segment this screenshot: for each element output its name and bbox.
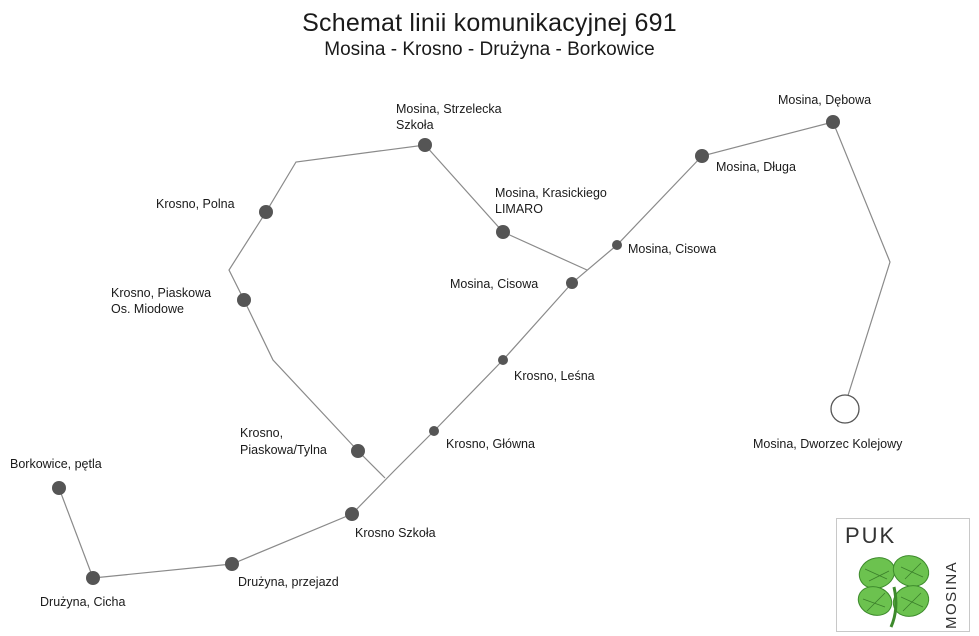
diagram-title: Schemat linii komunikacyjnej 691 [302, 9, 677, 37]
label-krosno-glowna: Krosno, Główna [446, 437, 535, 451]
route-line-borkowice [58, 487, 94, 579]
stop-dworzec-terminal[interactable] [830, 394, 860, 424]
label-cisowa-east: Mosina, Cisowa [628, 242, 716, 256]
stop-krosno-lesna[interactable] [498, 355, 508, 365]
stop-cisowa-west[interactable] [566, 277, 578, 289]
title-block: Schemat linii komunikacyjnej 691 Mosina … [0, 8, 979, 62]
label-piaskowa-tylna: Krosno, Piaskowa/Tylna [240, 426, 327, 457]
logo-side-text: MOSINA [943, 560, 960, 629]
stop-krosno-szkola[interactable] [345, 507, 359, 521]
stop-polna[interactable] [259, 205, 273, 219]
stop-cisowa-east[interactable] [612, 240, 622, 250]
label-polna: Krosno, Polna [156, 197, 235, 211]
stop-druzyna-cicha[interactable] [86, 571, 100, 585]
label-krosno-lesna: Krosno, Leśna [514, 369, 595, 383]
stop-debowa[interactable] [826, 115, 840, 129]
label-debowa: Mosina, Dębowa [778, 93, 871, 107]
label-dluga: Mosina, Długa [716, 160, 796, 174]
label-krosno-szkola: Krosno Szkoła [355, 526, 436, 540]
label-dworzec: Mosina, Dworzec Kolejowy [753, 437, 903, 451]
stop-piaskowa-tylna[interactable] [351, 444, 365, 458]
stop-druzyna-przejazd[interactable] [225, 557, 239, 571]
stop-borkowice[interactable] [52, 481, 66, 495]
route-line-main [92, 121, 891, 579]
diagram-subtitle: Mosina - Krosno - Drużyna - Borkowice [324, 39, 655, 60]
label-druzyna-cicha: Drużyna, Cicha [40, 595, 125, 609]
puk-logo: PUK MOSINA [836, 518, 970, 632]
label-krasickiego: Mosina, Krasickiego LIMARO [495, 186, 610, 216]
logo-main-text: PUK [845, 523, 897, 548]
label-piaskowa-miodowe: Krosno, Piaskowa Os. Miodowe [111, 286, 215, 316]
stop-piaskowa-miodowe[interactable] [237, 293, 251, 307]
route-line-loop [228, 144, 588, 479]
label-strzelecka: Mosina, Strzelecka Szkoła [396, 102, 505, 132]
label-cisowa-west: Mosina, Cisowa [450, 277, 538, 291]
clover-icon [857, 555, 930, 628]
label-borkowice: Borkowice, pętla [10, 457, 102, 471]
stop-krasickiego[interactable] [496, 225, 510, 239]
label-druzyna-przejazd: Drużyna, przejazd [238, 575, 339, 589]
stop-strzelecka[interactable] [418, 138, 432, 152]
stop-dluga[interactable] [695, 149, 709, 163]
stop-krosno-glowna[interactable] [429, 426, 439, 436]
